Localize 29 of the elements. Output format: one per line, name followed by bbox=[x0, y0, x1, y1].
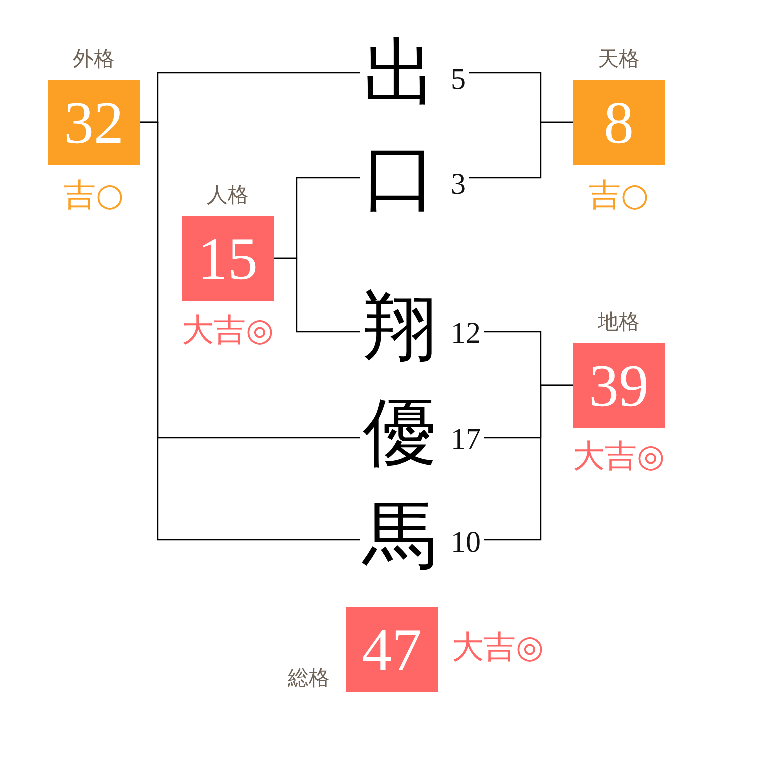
category-label: 地格 bbox=[598, 309, 640, 336]
stroke-count: 10 bbox=[451, 526, 481, 560]
bracket-line bbox=[140, 122, 360, 541]
category-label: 人格 bbox=[207, 182, 249, 209]
score-box: 47 bbox=[346, 607, 438, 692]
fortune-label: 大吉◎ bbox=[182, 312, 274, 348]
kanji-character: 翔 bbox=[363, 287, 437, 367]
stroke-count: 3 bbox=[451, 168, 466, 202]
category-label: 外格 bbox=[73, 46, 115, 73]
bracket-line bbox=[469, 122, 573, 179]
bracket-line bbox=[484, 384, 573, 541]
fortune-label: 大吉◎ bbox=[573, 438, 665, 474]
kanji-character: 馬 bbox=[363, 496, 437, 576]
kanji-character: 出 bbox=[363, 33, 437, 113]
stroke-count: 12 bbox=[451, 317, 481, 351]
score-box: 8 bbox=[573, 80, 665, 165]
score-box: 39 bbox=[573, 343, 665, 428]
fortune-label: 大吉◎ bbox=[452, 629, 544, 665]
score-box: 15 bbox=[182, 216, 274, 301]
category-label: 天格 bbox=[598, 46, 640, 73]
stroke-count: 5 bbox=[451, 63, 466, 97]
bracket-line bbox=[274, 258, 360, 333]
fortune-label: 吉○ bbox=[64, 177, 124, 213]
fortune-label: 吉○ bbox=[589, 177, 649, 213]
kanji-character: 優 bbox=[363, 393, 437, 473]
score-box: 32 bbox=[48, 80, 140, 165]
kanji-character: 口 bbox=[363, 138, 437, 218]
stroke-count: 17 bbox=[451, 423, 481, 457]
category-label: 総格 bbox=[288, 665, 330, 692]
